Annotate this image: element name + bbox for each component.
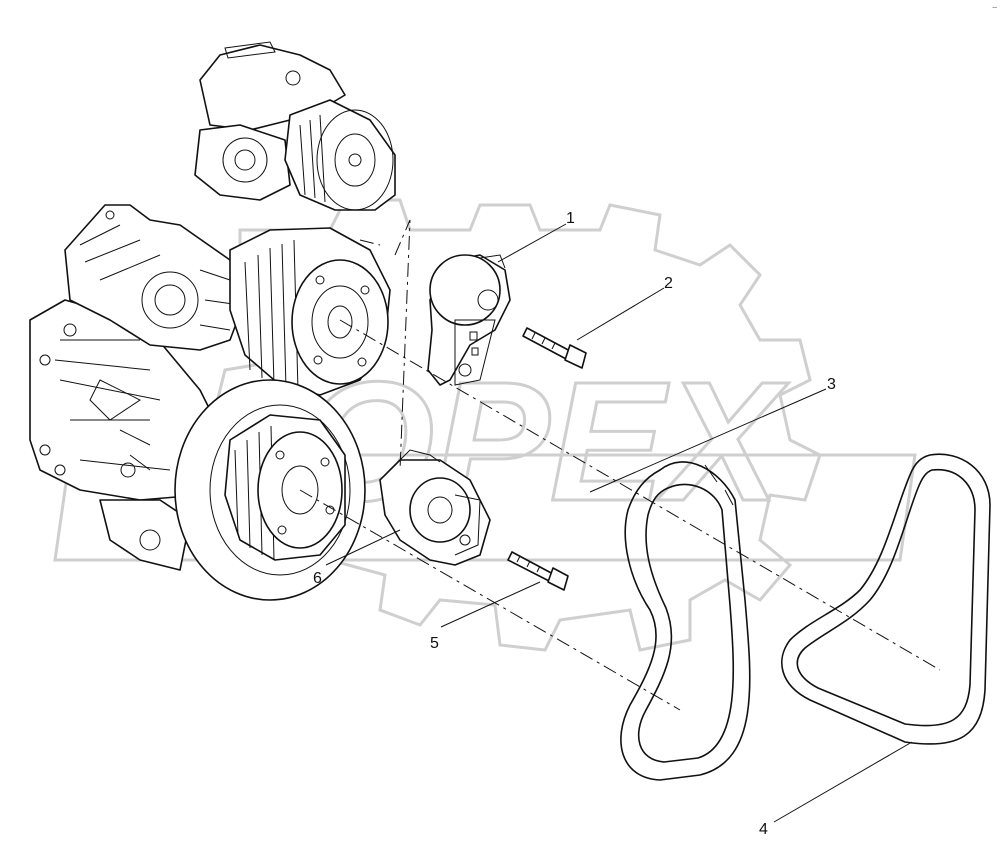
part-4-belt (781, 453, 991, 745)
callout-5: 5 (430, 635, 439, 652)
callout-3: 3 (827, 376, 836, 393)
callout-1: 1 (566, 210, 575, 227)
callout-4: 4 (759, 821, 768, 838)
engine-block (29, 299, 231, 571)
part-1-upper-tensioner (427, 254, 511, 386)
corner-mark: ⎯ (992, 2, 997, 12)
alignment-lines (299, 219, 941, 711)
damper-disc (174, 379, 366, 601)
part-5-bolt (507, 551, 569, 591)
leader-lines (325, 223, 913, 823)
part-6-lower-tensioner (379, 449, 491, 566)
callout-2: 2 (664, 275, 673, 292)
watermark-text: OPEX (300, 347, 789, 537)
callout-6: 6 (313, 570, 322, 587)
part-2-bolt (522, 327, 587, 369)
callout-labels: 1 2 3 4 5 6 (313, 210, 836, 838)
ac-compressor (194, 41, 396, 211)
watermark-bar (53, 453, 917, 562)
watermark: OPEX (53, 198, 917, 652)
part-3-belt (620, 461, 751, 781)
upper-pulley (229, 227, 391, 396)
